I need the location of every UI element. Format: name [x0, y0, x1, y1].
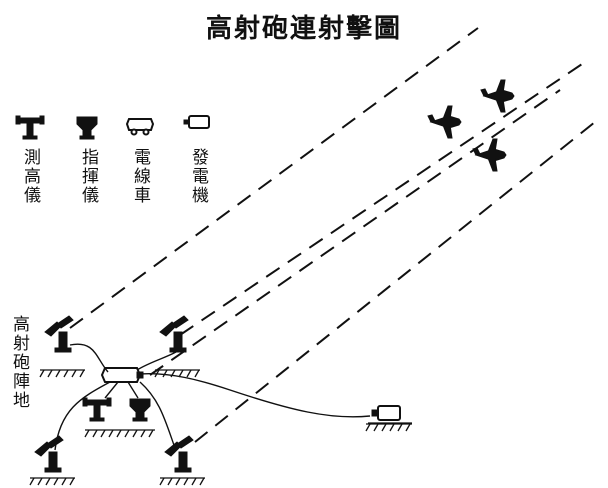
range-finder-icon [82, 397, 112, 422]
cable-line [136, 351, 177, 371]
trajectory-line-3 [149, 89, 561, 376]
cable-cart-icon [100, 367, 144, 383]
cable-line [104, 381, 119, 399]
ground-hatch [154, 369, 200, 378]
anti-aircraft-gun-icon [164, 435, 194, 473]
cable-line [127, 381, 139, 399]
cable-cart-icon [125, 118, 155, 136]
position-label: 高射砲陣地 [9, 315, 29, 410]
generator-icon [183, 115, 210, 129]
ground-hatch [39, 369, 85, 378]
cable-line [139, 372, 371, 418]
generator-icon [368, 405, 412, 424]
ground-hatch [29, 477, 75, 486]
diagram-title: 高射砲連射擊圖 [205, 14, 402, 44]
legend-label-cable-cart: 電線車 [130, 148, 150, 205]
aircraft-icon [480, 79, 515, 113]
cable-line [139, 381, 176, 449]
ground-hatch [159, 477, 205, 486]
director-icon [76, 116, 98, 140]
ground-hatch [84, 429, 155, 438]
trajectory-line-2 [179, 59, 589, 336]
director-icon [129, 398, 151, 422]
legend-label-generator: 發電機 [188, 148, 208, 205]
anti-aircraft-gun-icon [44, 315, 74, 353]
range-finder-icon [15, 115, 45, 140]
trajectory-line-1 [69, 27, 479, 329]
cable-line [69, 343, 109, 373]
legend-label-director: 指揮儀 [78, 148, 98, 205]
anti-aircraft-gun-icon [34, 435, 64, 473]
cable-line [54, 381, 111, 451]
aircraft-icon [472, 138, 507, 172]
aircraft-icon [427, 105, 462, 139]
legend-label-range-finder: 測高儀 [20, 148, 40, 205]
trajectory-line-4 [194, 117, 601, 443]
ground-hatch [365, 423, 412, 432]
anti-aircraft-gun-icon [159, 315, 189, 353]
